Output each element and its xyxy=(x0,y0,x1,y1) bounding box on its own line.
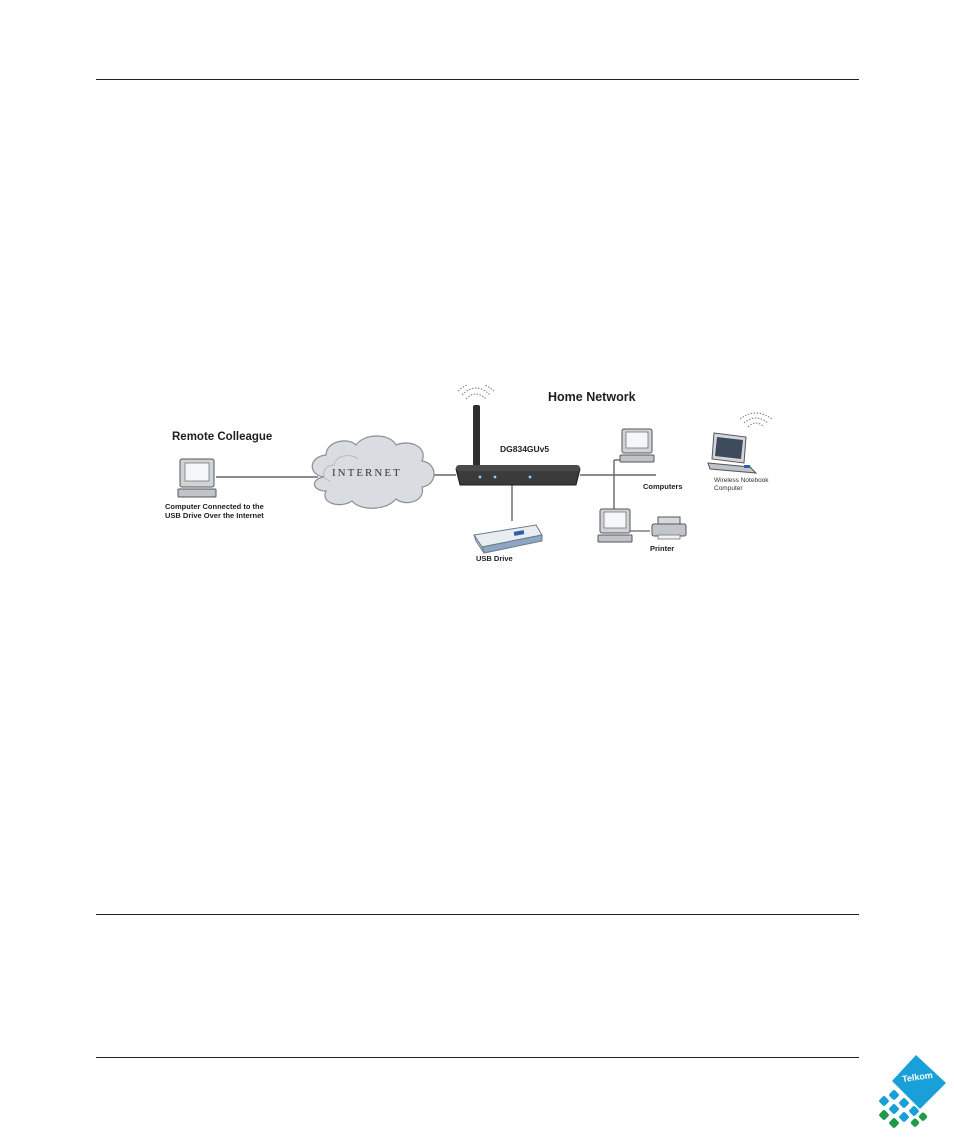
internet-cloud-icon xyxy=(311,435,435,509)
router-wireless-icon xyxy=(457,385,495,400)
printer-label: Printer xyxy=(650,544,675,553)
remote-computer-icon xyxy=(177,458,217,498)
footer-rule xyxy=(96,1057,859,1058)
router-model-label: DG834GUv5 xyxy=(500,444,550,454)
printer-icon xyxy=(651,516,687,540)
usb-drive-label: USB Drive xyxy=(476,554,513,563)
home-computer-top-icon xyxy=(619,428,655,463)
remote-computer-caption: Computer Connected to the USB Drive Over… xyxy=(165,502,264,520)
usb-drive-icon xyxy=(473,524,543,554)
remote-colleague-label: Remote Colleague xyxy=(172,431,273,443)
header-rule xyxy=(96,79,859,80)
remote-computer-caption-line2: USB Drive Over the Internet xyxy=(165,511,264,520)
remote-computer-caption-line1: Computer Connected to the xyxy=(165,502,264,511)
notebook-caption-line2: Computer xyxy=(714,485,743,492)
diagram-graphics xyxy=(177,385,773,554)
home-computer-bottom-icon xyxy=(597,508,633,543)
notebook-caption: Wireless Notebook Computer xyxy=(714,477,769,493)
telkom-logo xyxy=(879,1055,946,1128)
network-diagram: Home Network Remote Colleague Computer C… xyxy=(150,385,810,585)
notebook-wireless-icon xyxy=(739,412,773,428)
wireless-notebook-icon xyxy=(707,432,758,474)
internet-label: INTERNET xyxy=(332,467,402,479)
home-network-label: Home Network xyxy=(548,390,636,404)
computers-label: Computers xyxy=(643,482,683,491)
section-rule xyxy=(96,914,859,915)
notebook-caption-line1: Wireless Notebook xyxy=(714,477,769,484)
router-icon xyxy=(455,405,581,486)
